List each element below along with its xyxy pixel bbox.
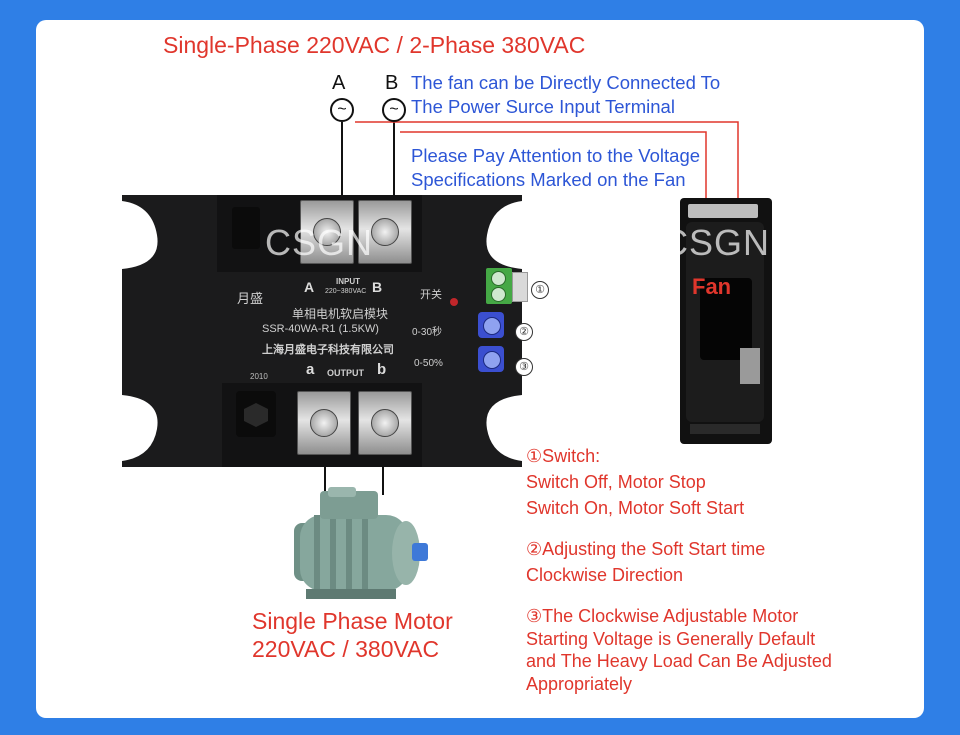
ac-source-a-icon: ~ — [330, 98, 354, 122]
time-description: ②Adjusting the Soft Start time Clockwise… — [526, 536, 765, 588]
fan-wire-1 — [355, 121, 739, 200]
ac-source-b-icon: ~ — [382, 98, 406, 122]
fan-label: Fan — [692, 274, 732, 299]
screw-icon — [371, 409, 399, 437]
module-term-a: A — [304, 279, 315, 295]
fan-note-line-2: The Power Surce Input Terminal — [411, 96, 675, 117]
module-brand: 月盛 — [237, 291, 264, 306]
voltage-desc-line-3: and The Heavy Load Can Be Adjusted — [526, 651, 832, 671]
module-time-range: 0-30秒 — [412, 327, 443, 338]
input-terminal-a — [300, 200, 354, 264]
callout-2: ② — [515, 323, 533, 341]
switch-desc-on: Switch On, Motor Soft Start — [526, 498, 745, 518]
soft-start-time-knob[interactable] — [478, 312, 504, 338]
switch-screw-icon — [491, 271, 506, 286]
cooling-fan — [680, 198, 772, 444]
voltage-desc-line-2: Starting Voltage is Generally Default — [526, 628, 816, 649]
switch-description: ①Switch: Switch Off, Motor Stop Switch O… — [526, 443, 744, 521]
module-output-label: OUTPUT — [327, 368, 364, 378]
fan-wire-2 — [400, 131, 707, 200]
adjust-screw-icon — [483, 351, 501, 369]
voltage-desc-line-4: Appropriately — [526, 673, 633, 694]
module-switch-label: 开关 — [420, 289, 442, 301]
switch-desc-title: ①Switch: — [526, 446, 601, 466]
watermark-fan: CSGN — [662, 222, 771, 263]
starting-voltage-knob[interactable] — [478, 346, 504, 372]
module-input-label: INPUT — [336, 277, 360, 286]
adjust-screw-icon — [483, 317, 501, 335]
module-model: SSR-40WA-R1 (1.5KW) — [262, 323, 379, 335]
time-desc-line-2: Clockwise Direction — [526, 565, 684, 585]
module-out-a: a — [306, 361, 315, 378]
motor-label-line-2: 220VAC / 380VAC — [252, 636, 440, 662]
screw-icon — [313, 218, 341, 246]
diagram-title: Single-Phase 220VAC / 2-Phase 380VAC — [163, 32, 586, 58]
output-terminal-a — [297, 391, 351, 455]
switch-screw-icon — [491, 287, 506, 302]
input-terminal-b — [358, 200, 412, 264]
motor-label-line-1: Single Phase Motor — [252, 608, 453, 634]
module-year: 2010 — [250, 372, 268, 381]
fan-note-line-1: The fan can be Directly Connected To — [411, 72, 721, 93]
watermark-module: CSGN — [265, 222, 374, 263]
terminal-b-label: B — [385, 72, 399, 94]
screw-icon — [310, 409, 338, 437]
module-term-b: B — [372, 279, 383, 295]
module-input-range: 220~380VAC — [325, 288, 367, 295]
callout-3: ③ — [515, 358, 533, 376]
voltage-desc-line-1: ③The Clockwise Adjustable Motor — [526, 606, 799, 626]
switch-desc-off: Switch Off, Motor Stop — [526, 472, 706, 492]
voltage-note-line-1: Please Pay Attention to the Voltage — [411, 145, 701, 166]
module-name-cn: 单相电机软启模块 — [292, 307, 389, 321]
terminal-a-label: A — [332, 72, 346, 94]
time-desc-line-1: ②Adjusting the Soft Start time — [526, 539, 766, 559]
soft-start-module: 月盛 A INPUT 220~380VAC B 开关 单相电机软启模块 SSR-… — [122, 195, 522, 467]
module-out-b: b — [377, 361, 387, 378]
output-terminal-b — [358, 391, 412, 455]
callout-1: ① — [531, 281, 549, 299]
module-percent: 0-50% — [414, 358, 443, 369]
screw-icon — [371, 218, 399, 246]
module-company: 上海月盛电子科技有限公司 — [262, 344, 394, 356]
voltage-note-line-2: Specifications Marked on the Fan — [411, 169, 686, 190]
voltage-description: ③The Clockwise Adjustable Motor Starting… — [526, 605, 832, 695]
switch-connector[interactable] — [486, 268, 512, 304]
switch-plug — [512, 272, 528, 302]
single-phase-motor — [280, 485, 440, 603]
